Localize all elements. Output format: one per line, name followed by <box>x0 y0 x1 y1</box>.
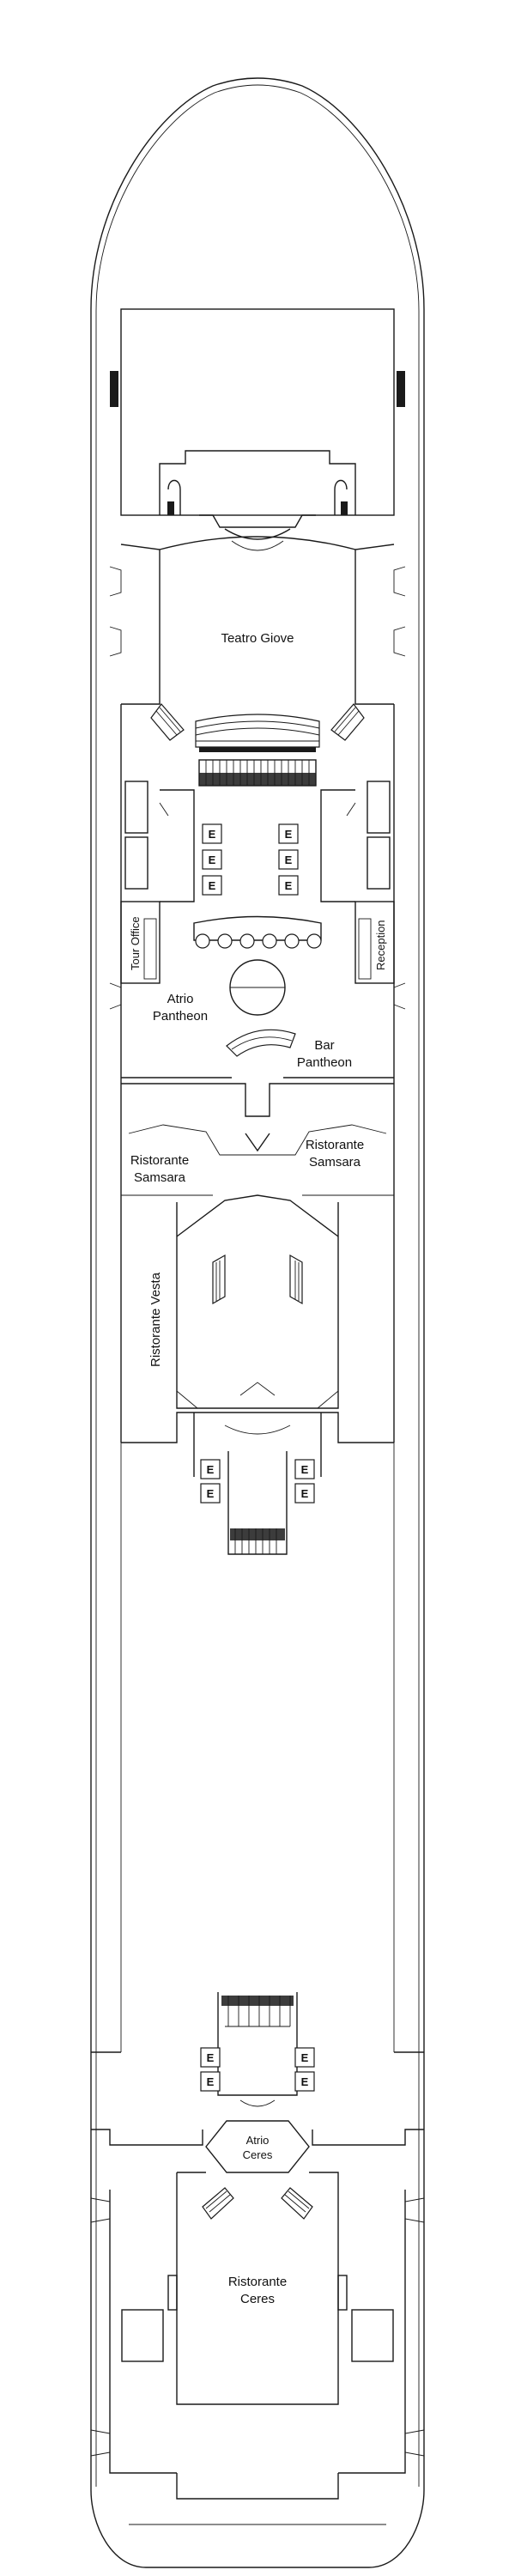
label-atrio-ceres-2: Ceres <box>243 2148 273 2161</box>
svg-text:E: E <box>209 879 216 892</box>
svg-text:E: E <box>207 1463 215 1476</box>
elevator-icon <box>202 849 222 870</box>
svg-text:E: E <box>207 2051 215 2064</box>
aft-stairs <box>217 1992 298 2096</box>
label-atrio-ceres: Atrio <box>246 2134 270 2147</box>
label-ristorante-samsara-right-2: Samsara <box>309 1155 361 1170</box>
svg-text:E: E <box>209 828 216 841</box>
elevator-icon <box>200 1483 221 1504</box>
atrio-pantheon: Atrio Pantheon <box>153 915 322 1024</box>
ristorante-samsara: Ristorante Samsara Ristorante Samsara <box>121 1083 394 1196</box>
svg-text:E: E <box>301 2051 309 2064</box>
teatro-giove: Teatro Giove <box>109 536 406 752</box>
label-atrio-pantheon-2: Pantheon <box>153 1009 208 1024</box>
ristorante-vesta: Ristorante Vesta <box>148 1194 339 1409</box>
label-tour-office: Tour Office <box>129 916 142 970</box>
svg-text:E: E <box>301 1487 309 1500</box>
label-ristorante-ceres-2: Ceres <box>240 2292 275 2306</box>
svg-text:E: E <box>285 854 293 866</box>
elevator-bank-aft: E E E E <box>200 2047 315 2092</box>
label-atrio-pantheon: Atrio <box>167 992 194 1006</box>
ristorante-ceres: Ristorante Ceres <box>167 2172 348 2405</box>
elevator-bank-forward: E E E E E E <box>202 823 299 896</box>
label-ristorante-samsara-left-2: Samsara <box>134 1170 186 1185</box>
reception: Reception <box>354 901 395 984</box>
label-ristorante-ceres: Ristorante <box>228 2275 287 2289</box>
label-bar-pantheon: Bar <box>314 1038 334 1053</box>
elevator-icon <box>200 2071 221 2092</box>
label-ristorante-samsara-right: Ristorante <box>306 1138 364 1152</box>
midship-elevator-lobby <box>121 1412 394 1555</box>
midship-walls <box>109 982 406 1443</box>
label-ristorante-samsara-left: Ristorante <box>130 1153 189 1168</box>
svg-text:E: E <box>301 1463 309 1476</box>
svg-text:E: E <box>301 2075 309 2088</box>
bar-pantheon: Bar Pantheon <box>226 1029 352 1070</box>
label-ristorante-vesta: Ristorante Vesta <box>148 1272 163 1367</box>
aft-service-areas <box>90 2190 425 2525</box>
theatre-stairs <box>198 759 317 787</box>
bow-structure <box>110 308 405 551</box>
elevator-icon <box>278 823 299 844</box>
elevator-icon <box>294 2071 315 2092</box>
midship-deck <box>91 1443 424 2053</box>
elevator-icon <box>294 2047 315 2068</box>
label-bar-pantheon-2: Pantheon <box>297 1055 352 1070</box>
svg-text:E: E <box>285 828 293 841</box>
elevator-icon <box>202 875 222 896</box>
elevator-icon <box>294 1459 315 1479</box>
elevator-bank-midship: E E E E <box>200 1459 315 1504</box>
elevator-icon <box>294 1483 315 1504</box>
svg-text:E: E <box>207 2075 215 2088</box>
svg-text:E: E <box>209 854 216 866</box>
elevator-icon <box>278 849 299 870</box>
elevator-icon <box>200 1459 221 1479</box>
elevator-icon <box>202 823 222 844</box>
svg-text:E: E <box>285 879 293 892</box>
tour-office: Tour Office <box>120 901 161 984</box>
svg-text:E: E <box>207 1487 215 1500</box>
label-teatro-giove: Teatro Giove <box>221 631 294 646</box>
elevator-icon <box>200 2047 221 2068</box>
hull-outline <box>90 77 425 2568</box>
label-reception: Reception <box>374 920 387 970</box>
elevator-icon <box>278 875 299 896</box>
atrio-ceres: Atrio Ceres <box>91 2099 424 2173</box>
